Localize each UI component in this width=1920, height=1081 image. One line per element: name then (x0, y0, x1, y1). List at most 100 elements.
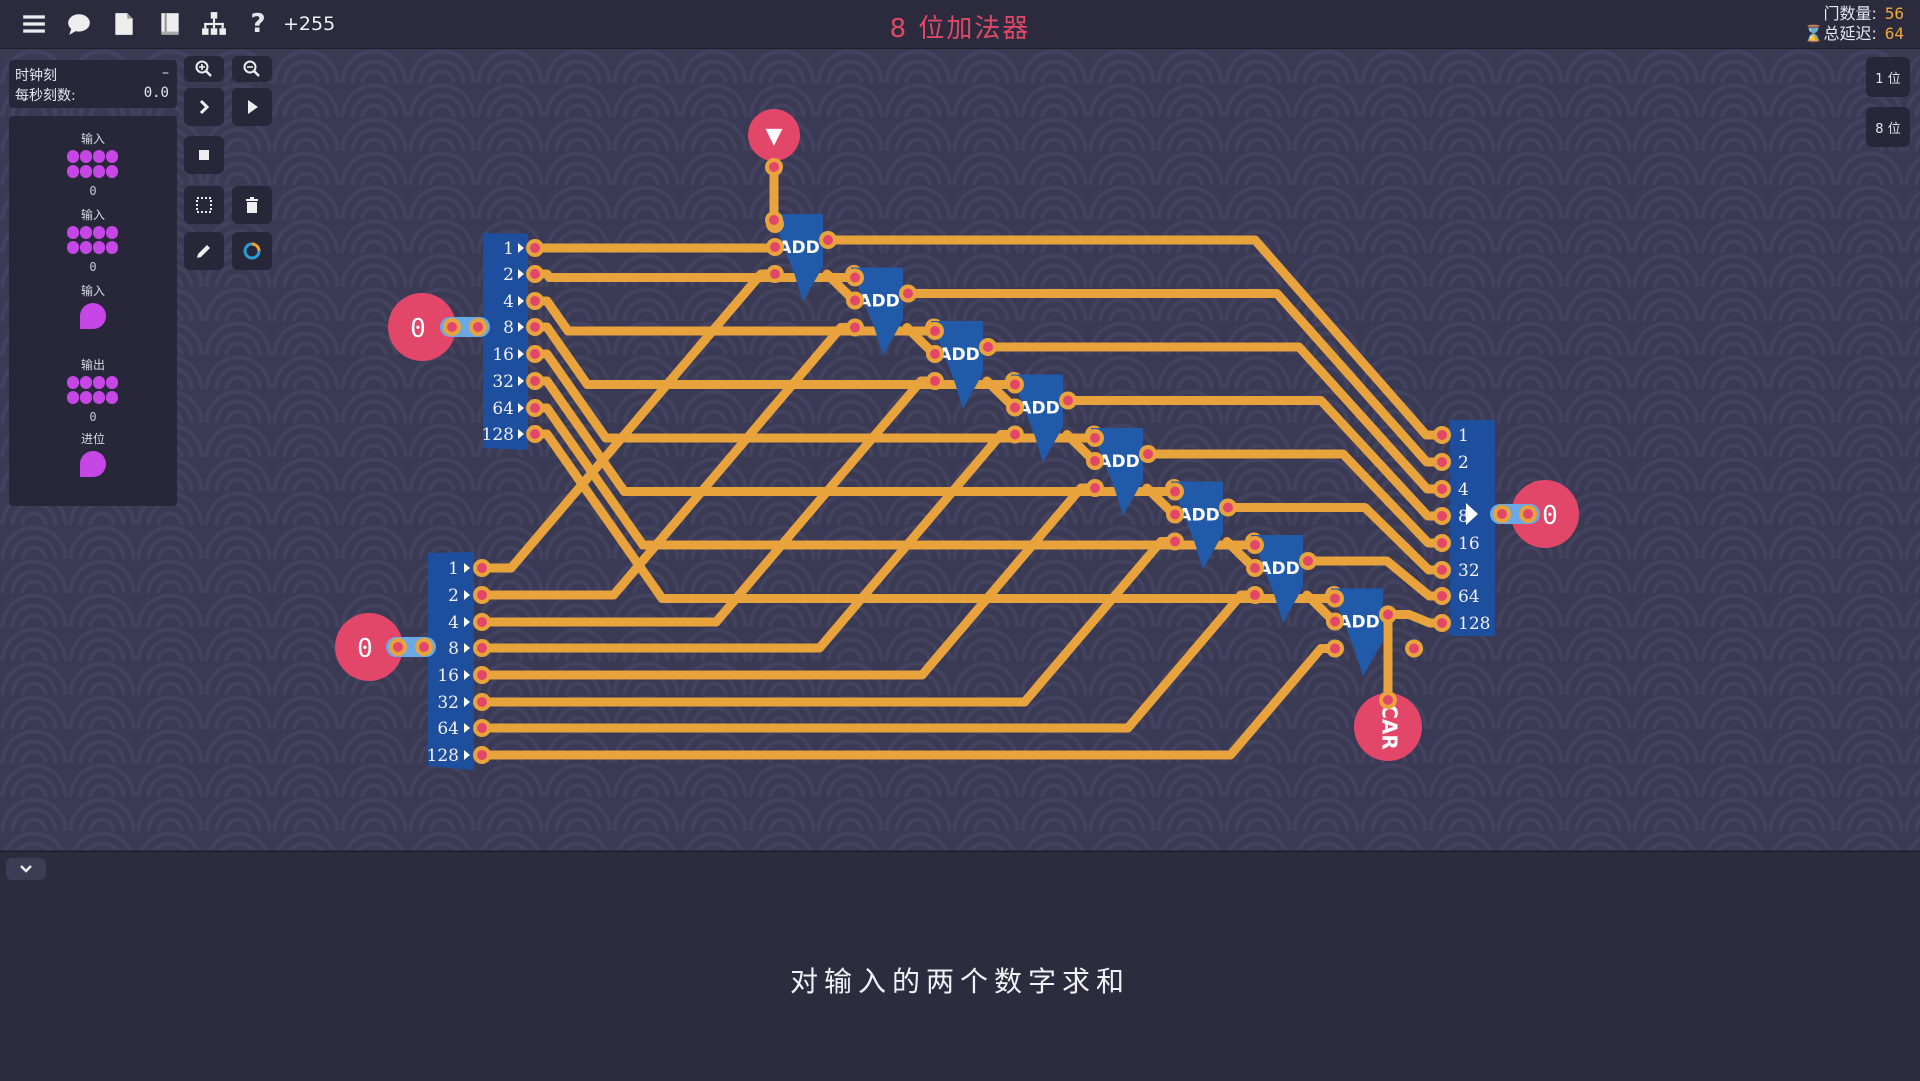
pin (1010, 402, 1020, 413)
bit-arrow (464, 563, 470, 573)
zoom-out-button[interactable] (232, 56, 272, 82)
one-bit-button[interactable]: 1 位 (1866, 57, 1910, 97)
description-panel: 对输入的两个数字求和 (0, 851, 1920, 1081)
document-icon[interactable] (110, 10, 138, 38)
pin (1437, 538, 1447, 548)
zoom-in-icon (195, 60, 212, 77)
selection-icon (196, 197, 212, 213)
palette-byte-input-2[interactable]: 输入 0 (9, 206, 177, 274)
pin (930, 376, 940, 386)
pencil-button[interactable] (184, 232, 224, 270)
pin (769, 162, 779, 172)
palette-bit-input[interactable]: 输入 (9, 282, 177, 336)
input-b-splitter (428, 552, 474, 770)
book-icon[interactable] (156, 10, 184, 38)
help-icon[interactable]: ? (250, 9, 266, 39)
pin (769, 215, 779, 225)
pin (1330, 643, 1340, 654)
select-button[interactable] (184, 186, 224, 224)
carry-in-node (748, 109, 800, 161)
step-button[interactable] (184, 88, 224, 126)
pin (1010, 379, 1020, 390)
color-wheel-icon (243, 242, 261, 260)
zoom-in-button[interactable] (184, 56, 224, 82)
delay-label: 总延迟: (1823, 24, 1877, 43)
pin (477, 617, 487, 627)
clock-value: – (162, 65, 169, 81)
bit-arrow (464, 697, 470, 707)
play-button[interactable] (232, 88, 272, 126)
adder-gate (1331, 588, 1383, 677)
palette-carry-output[interactable]: 进位 (9, 430, 177, 484)
carry-out-node (1354, 693, 1422, 761)
pin (530, 296, 540, 306)
pin (850, 295, 860, 306)
pin (1437, 430, 1447, 440)
hierarchy-icon[interactable] (200, 10, 228, 38)
adder-label: ADD (778, 238, 819, 258)
zoom-out-icon (243, 60, 260, 77)
stop-icon (199, 150, 209, 160)
bit-arrow (464, 670, 470, 680)
bit-arrow (518, 269, 524, 279)
input-a-bit-label: 32 (492, 372, 514, 392)
eight-bit-button[interactable]: 8 位 (1866, 107, 1910, 147)
pin (1250, 590, 1260, 600)
byte-input-icon (67, 226, 118, 254)
input-b-bit-label: 2 (448, 586, 459, 606)
bit-arrow (518, 403, 524, 413)
adder-gate (1011, 374, 1063, 463)
pin (477, 750, 487, 760)
wire (530, 349, 1098, 443)
pin (1303, 556, 1313, 566)
pin (983, 342, 993, 352)
adder-label: ADD (858, 292, 899, 312)
palette-byte-output[interactable]: 输出 0 (9, 356, 177, 424)
input-a-bit-label: 1 (503, 239, 514, 259)
input-a-bit-label: 4 (503, 292, 514, 312)
output-node (1511, 480, 1579, 548)
output-bit-label: 8 (1458, 507, 1469, 527)
bit-arrow (518, 243, 524, 253)
pin (473, 322, 483, 332)
hourglass-icon: ⌛ (1803, 24, 1824, 43)
pin (1437, 591, 1447, 601)
pin (1170, 509, 1180, 520)
bit-arrow (464, 750, 470, 760)
tick-rate-value: 0.0 (143, 85, 169, 101)
palette-item-label: 输入 (80, 132, 105, 146)
component-palette: 输入 0 输入 0 输入 输出 0 进位 (9, 116, 177, 506)
output-arrow (1466, 503, 1478, 525)
pin (770, 269, 780, 279)
chat-icon[interactable] (65, 10, 93, 38)
color-button[interactable] (232, 232, 272, 270)
pin (930, 326, 940, 336)
input-a-value: 0 (410, 314, 426, 344)
delete-button[interactable] (232, 186, 272, 224)
bit-input-icon (80, 303, 106, 329)
pin (530, 429, 540, 439)
collapse-button[interactable] (6, 858, 46, 880)
carry-out-label: CAR (1378, 704, 1402, 750)
menu-icon[interactable] (20, 10, 48, 38)
pin (1383, 695, 1393, 705)
output-bit-label: 64 (1458, 587, 1480, 607)
output-bit-label: 16 (1458, 534, 1480, 554)
bit-arrow (464, 590, 470, 600)
bit-arrow (518, 349, 524, 359)
stop-button[interactable] (184, 136, 224, 174)
gate-count-label: 门数量: (1823, 4, 1877, 23)
pin (850, 272, 860, 283)
pin (770, 242, 780, 252)
pin (530, 269, 540, 279)
output-bit-label: 128 (1458, 614, 1490, 634)
play-icon (248, 100, 258, 114)
input-b-bit-label: 4 (448, 613, 459, 633)
wire (477, 590, 1258, 733)
chevron-right-icon (199, 99, 210, 115)
output-bit-label: 32 (1458, 561, 1480, 581)
palette-byte-input-1[interactable]: 输入 0 (9, 130, 177, 198)
circuit-canvas[interactable]: 111222444888161616323232646464128128128A… (0, 49, 1920, 850)
palette-item-label: 输入 (80, 208, 105, 222)
